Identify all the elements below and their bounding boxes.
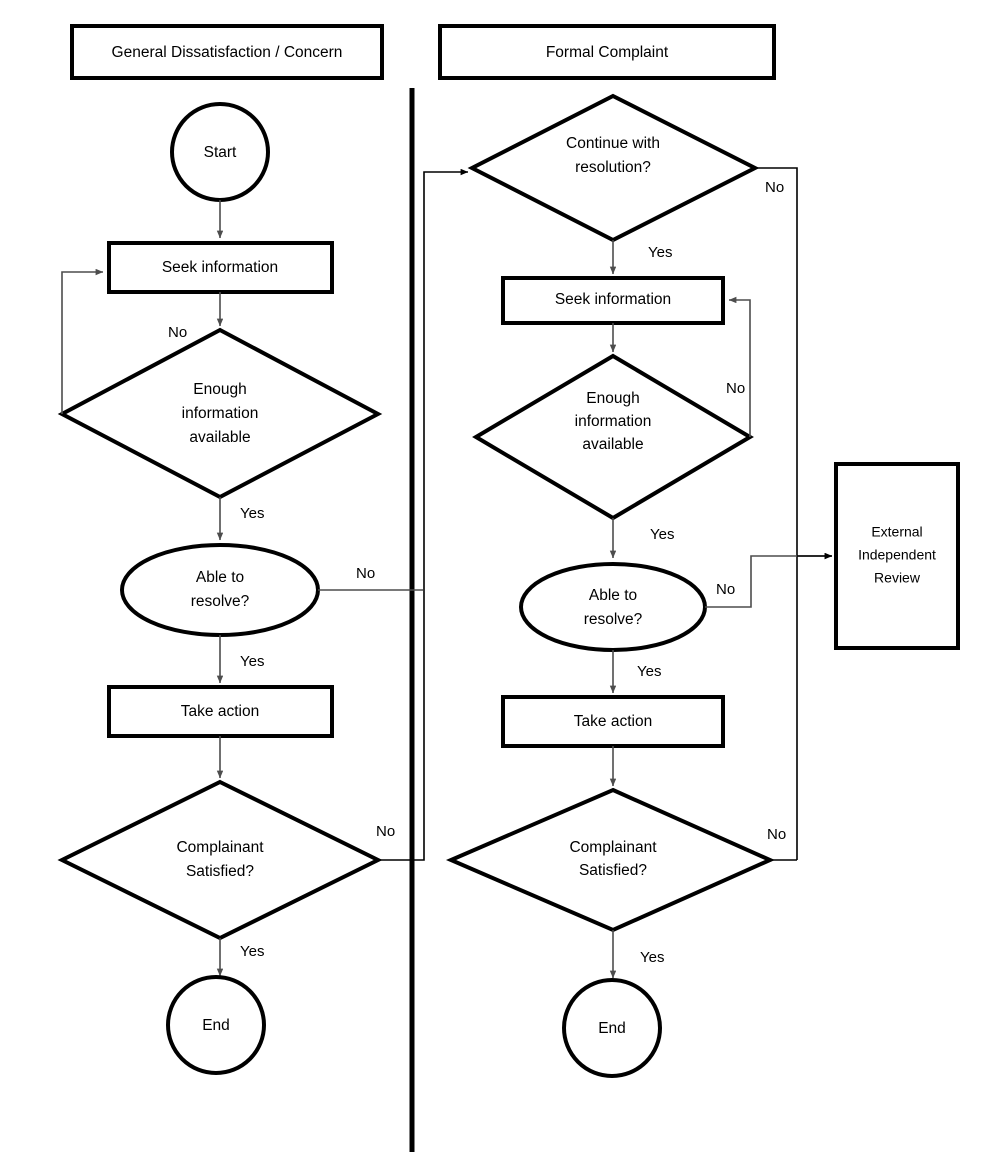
right-edge-label-able-no: No <box>716 581 735 598</box>
right-column-header-box <box>438 24 776 80</box>
right-enough-information-line3: available <box>582 436 643 453</box>
right-complainant-satisfied-node <box>445 787 775 933</box>
left-complainant-satisfied-line2: Satisfied? <box>186 863 254 880</box>
left-seek-information-label: Seek information <box>162 259 278 276</box>
right-take-action-node <box>501 695 725 748</box>
right-seek-information-label: Seek information <box>555 291 671 308</box>
left-edge-label-able-no: No <box>356 565 375 582</box>
external-independent-review-node <box>834 462 960 650</box>
right-able-to-resolve-node <box>519 562 707 652</box>
left-edge-label-enough-yes: Yes <box>240 505 264 522</box>
external-review-line3: Review <box>874 570 921 586</box>
left-complainant-satisfied-node <box>57 779 383 941</box>
right-continue-resolution-line2: resolution? <box>575 159 651 176</box>
left-edge-label-able-yes: Yes <box>240 653 264 670</box>
left-edge-label-enough-no: No <box>168 324 187 341</box>
left-complainant-satisfied-line1: Complainant <box>176 839 264 856</box>
right-edge-label-satisfied-yes: Yes <box>640 949 664 966</box>
left-enough-information-line1: Enough <box>193 381 246 398</box>
left-edge-label-satisfied-no: No <box>376 823 395 840</box>
right-able-to-resolve-line2: resolve? <box>584 611 643 628</box>
left-enough-information-line3: available <box>189 429 250 446</box>
external-review-line1: External <box>871 524 922 540</box>
left-able-to-resolve-line2: resolve? <box>191 593 250 610</box>
left-edge-enough-no-loop <box>61 268 104 414</box>
left-able-to-resolve-node <box>120 543 320 637</box>
right-complainant-satisfied-line2: Satisfied? <box>579 862 647 879</box>
left-enough-information-line2: information <box>182 405 259 422</box>
left-edge-label-satisfied-yes: Yes <box>240 943 264 960</box>
left-end-label: End <box>202 1017 230 1034</box>
right-complainant-satisfied-line1: Complainant <box>569 839 657 856</box>
right-end-node <box>562 978 662 1078</box>
right-edge-label-satisfied-no: No <box>767 826 786 843</box>
right-take-action-label: Take action <box>574 713 652 730</box>
left-take-action-label: Take action <box>181 703 259 720</box>
left-seek-information-node <box>107 241 334 294</box>
right-edge-enough-no-loop <box>728 296 751 437</box>
left-column-header-label: General Dissatisfaction / Concern <box>112 44 343 61</box>
right-edge-label-enough-no: No <box>726 380 745 397</box>
right-edge-continue-no-channel <box>755 167 798 860</box>
right-edge-label-continue-yes: Yes <box>648 244 672 261</box>
left-edge-satisfied-no-to-formal <box>378 168 469 861</box>
left-take-action-node <box>107 685 334 738</box>
left-start-label: Start <box>204 144 237 161</box>
left-column-header-box <box>70 24 384 80</box>
right-enough-information-line2: information <box>575 413 652 430</box>
right-able-to-resolve-line1: Able to <box>589 587 637 604</box>
right-column-header-label: Formal Complaint <box>546 44 669 61</box>
right-continue-resolution-line1: Continue with <box>566 135 660 152</box>
right-edge-able-no-to-external <box>705 552 833 608</box>
external-review-line2: Independent <box>858 547 936 563</box>
right-edge-label-able-yes: Yes <box>637 663 661 680</box>
left-end-node <box>166 975 266 1075</box>
right-seek-information-node <box>501 276 725 325</box>
right-edge-label-enough-yes: Yes <box>650 526 674 543</box>
right-end-label: End <box>598 1020 626 1037</box>
right-enough-information-line1: Enough <box>586 390 639 407</box>
left-able-to-resolve-line1: Able to <box>196 569 244 586</box>
right-edge-label-continue-no: No <box>765 179 784 196</box>
